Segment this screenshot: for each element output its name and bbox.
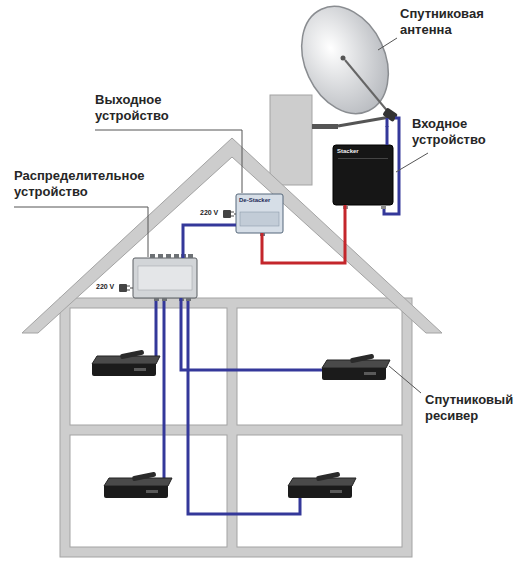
- device-port: [174, 254, 179, 258]
- room: [237, 308, 402, 425]
- voltage-label: 220 V: [200, 209, 218, 217]
- device-port: [166, 254, 171, 258]
- receiver-illustration: [92, 350, 160, 376]
- power-cord: [234, 214, 236, 215]
- coax-cable: [262, 205, 345, 263]
- room: [70, 435, 227, 547]
- receiver-illustration: [104, 472, 172, 498]
- room: [237, 435, 402, 547]
- satellite-receiver: Спутниковый ресивер: [322, 360, 390, 380]
- leader-line: [95, 130, 242, 193]
- chimney: [270, 95, 312, 185]
- leader-lines: [14, 38, 428, 393]
- lnb-converter: [382, 107, 398, 122]
- callout-label: Спутниковый ресивер: [425, 392, 530, 423]
- leader-line: [396, 153, 428, 172]
- output-device: Выходное устройствоDe-Stacker220 V: [236, 194, 283, 233]
- callout-label: Спутниковая антенна: [400, 6, 505, 37]
- plug-prong: [127, 286, 130, 287]
- input-device: Входное устройствоStacker: [333, 145, 393, 205]
- dish-bracket: [312, 124, 338, 129]
- voltage-label: 220 V: [96, 283, 114, 291]
- power-plug: [119, 284, 127, 292]
- receiver-illustration: [322, 354, 390, 380]
- leader-line: [14, 207, 148, 257]
- dish-center: [341, 56, 346, 61]
- callout-label: Распределительное устройство: [14, 168, 164, 199]
- distribution-device: Распределительное устройство220 V: [133, 258, 197, 298]
- coax-cable: [386, 118, 389, 127]
- satellite-dish: Спутниковая антенна: [300, 4, 396, 126]
- device-tag: De-Stacker: [239, 197, 270, 204]
- distribution-device-body: [133, 258, 197, 298]
- leader-line: [378, 38, 397, 50]
- device-port: [186, 298, 191, 301]
- room: [70, 308, 227, 425]
- coax-cable: [386, 126, 389, 145]
- device-tag: Stacker: [337, 148, 359, 155]
- coax-cable: [183, 225, 236, 258]
- dish-arm: [338, 117, 390, 126]
- device-port: [162, 298, 167, 301]
- callout-label: Входное устройство: [412, 116, 517, 147]
- leader-line: [389, 366, 421, 393]
- plug-prong: [127, 290, 130, 291]
- coax-cable: [163, 301, 166, 478]
- device-detail: [240, 212, 279, 226]
- device-port: [150, 254, 155, 258]
- power-cord: [130, 288, 133, 289]
- device-detail: [138, 266, 192, 290]
- plug-prong: [231, 216, 234, 217]
- coax-cable: [188, 301, 300, 514]
- output-device-body: [236, 194, 283, 233]
- roof: [22, 138, 442, 333]
- device-port: [154, 298, 159, 301]
- device-port: [381, 205, 386, 209]
- power-plug: [223, 210, 231, 218]
- receiver-illustration: [288, 472, 356, 498]
- house-wall: [60, 298, 412, 557]
- coax-cable: [181, 298, 322, 370]
- plug-prong: [231, 212, 234, 213]
- device-ports: [150, 254, 193, 301]
- callout-label: Выходное устройство: [95, 92, 207, 123]
- feed-arm: [345, 60, 389, 113]
- dish-reflector: [285, 0, 405, 128]
- device-port: [158, 254, 163, 258]
- device-detail: [338, 158, 388, 159]
- device-port: [188, 254, 193, 258]
- input-device-body: [333, 145, 393, 205]
- coax-cable: [155, 301, 158, 357]
